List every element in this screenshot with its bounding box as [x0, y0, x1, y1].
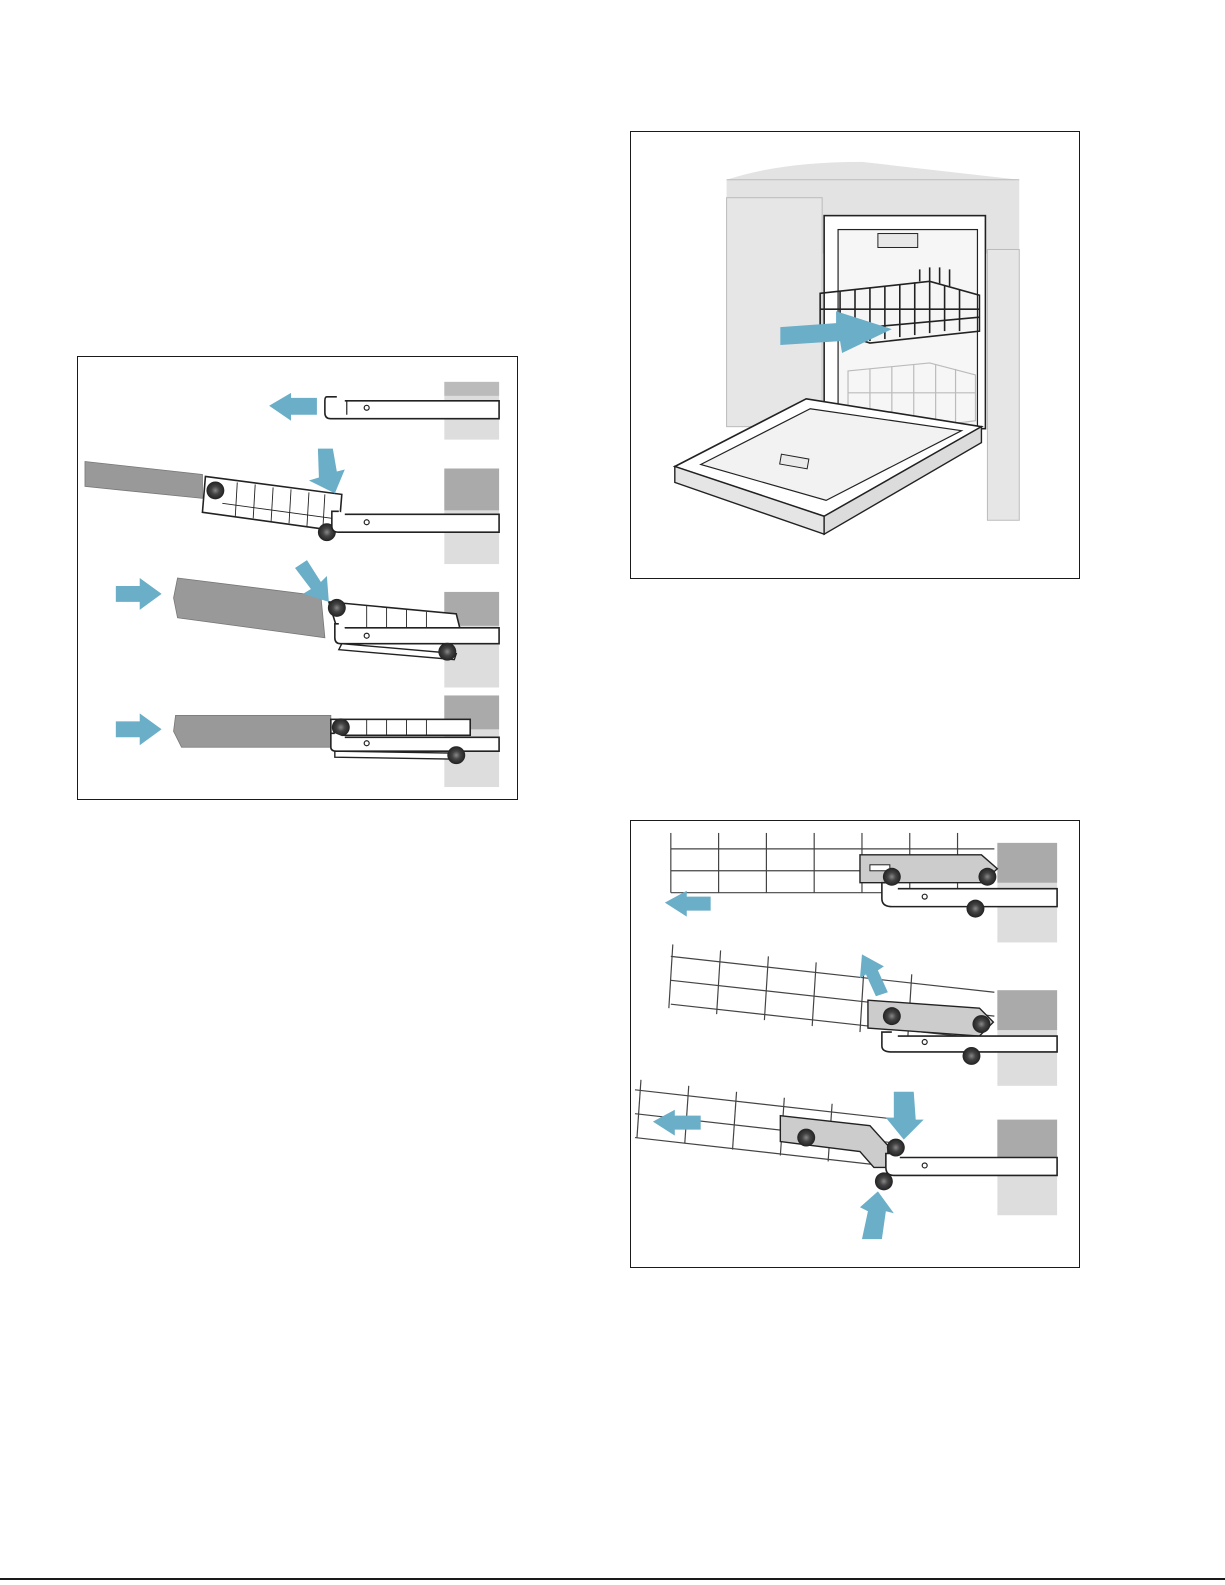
arrow-down-icon — [309, 449, 345, 494]
rail-step-4 — [116, 695, 499, 787]
left-cabinet — [727, 198, 823, 427]
knob-icon — [438, 643, 456, 661]
rack-removal-figure — [630, 820, 1080, 1268]
knob-icon — [978, 868, 996, 886]
dishwasher-illustration — [631, 132, 1079, 578]
rack-removal-illustration — [631, 821, 1079, 1267]
arrow-left-icon — [653, 1110, 701, 1136]
knob-icon — [206, 481, 224, 499]
knob-icon — [883, 868, 901, 886]
knob-icon — [875, 1172, 893, 1190]
arrow-up-icon — [860, 1191, 894, 1239]
guide-rail — [174, 578, 325, 638]
knob-icon — [967, 900, 985, 918]
rack-step-1 — [665, 833, 1057, 943]
rail-assembly-figure — [77, 356, 518, 800]
rail-assembly-illustration — [78, 357, 517, 799]
knob-icon — [797, 1129, 815, 1147]
rail-step-2 — [85, 449, 499, 564]
arrow-up-icon — [860, 954, 888, 996]
knob-icon — [887, 1139, 905, 1157]
arrow-down-icon — [886, 1092, 924, 1140]
knob-icon — [963, 1047, 981, 1065]
right-cabinet — [987, 249, 1019, 520]
rack-step-2 — [669, 944, 1057, 1085]
knob-icon — [328, 599, 346, 617]
knob-icon — [447, 746, 465, 764]
arrow-right-icon — [116, 578, 162, 610]
guide-rail — [174, 715, 331, 747]
arrow-left-icon — [665, 891, 711, 917]
arrow-left-icon — [269, 393, 317, 421]
dishwasher-figure — [630, 131, 1080, 579]
page-footer-rule — [0, 1578, 1225, 1580]
rail-step-3 — [116, 560, 499, 687]
guide-rail — [85, 462, 202, 499]
arrow-right-icon — [116, 713, 162, 745]
knob-icon — [972, 1015, 990, 1033]
rail-clip — [331, 719, 470, 735]
rail-step-1 — [269, 382, 499, 440]
rack-step-3 — [635, 1080, 1057, 1239]
knob-icon — [883, 1007, 901, 1025]
